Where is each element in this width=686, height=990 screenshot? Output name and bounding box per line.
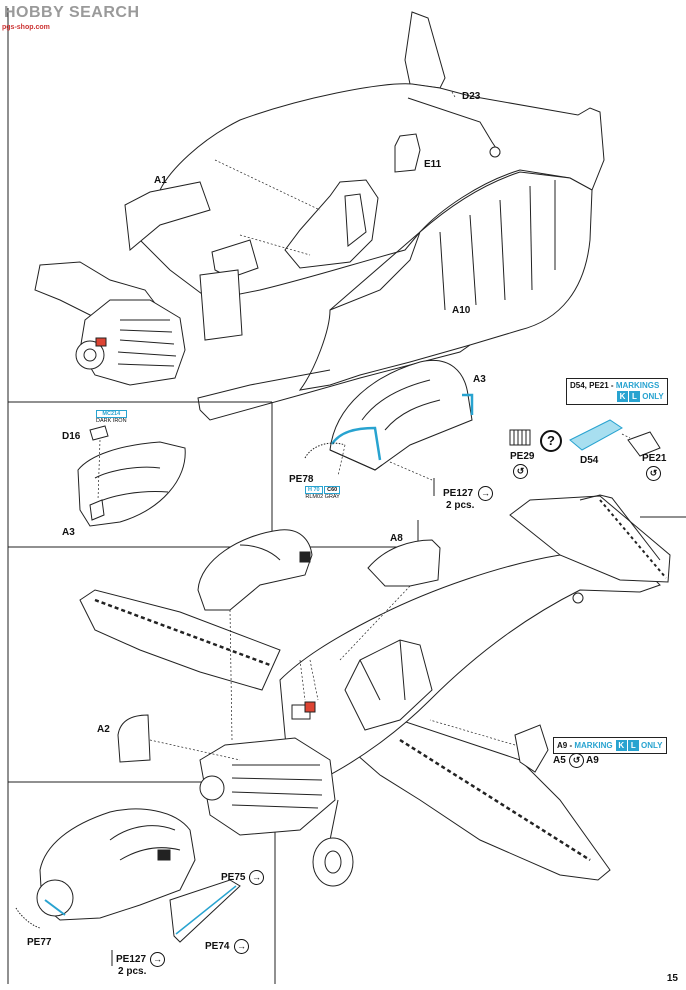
- label-pe21: PE21: [642, 453, 667, 464]
- note-only: ONLY: [642, 391, 664, 401]
- label-pe74: PE74: [205, 941, 230, 952]
- label-pe127-bot-qty: 2 pcs.: [118, 966, 147, 977]
- label-pe127-bot: PE127: [116, 954, 147, 965]
- label-a5: A5: [553, 755, 566, 766]
- arrow-icon: →: [150, 952, 165, 967]
- bend-icon: ↺: [569, 753, 584, 768]
- label-d23: D23: [462, 91, 481, 102]
- badge-k: K: [617, 390, 628, 402]
- nose-inset-drawing: [15, 808, 241, 966]
- page-number: 15: [666, 973, 678, 984]
- watermark: HOBBY SEARCH: [4, 4, 140, 22]
- label-pe78: PE78: [289, 474, 314, 485]
- paint-dark-iron: MC214 DARK IRON: [96, 410, 127, 425]
- note-highlight: MARKING: [574, 741, 613, 750]
- note-text: D54, PE21 -: [570, 381, 616, 390]
- aircraft-drawing: [79, 494, 671, 887]
- label-a8: A8: [390, 533, 403, 544]
- note-text: A9 -: [557, 741, 575, 750]
- note-highlight: MARKINGS: [615, 381, 660, 390]
- cowling-section: [304, 360, 661, 496]
- paint-code: MC214: [96, 410, 127, 419]
- badge-l: L: [629, 390, 640, 402]
- paint-code-b: C60: [324, 486, 341, 495]
- badge-l: L: [627, 740, 639, 751]
- label-pe77: PE77: [27, 937, 52, 948]
- paint-code: H 70: [305, 486, 323, 495]
- label-pe127-mid: PE127: [443, 488, 474, 499]
- label-a1: A1: [154, 175, 167, 186]
- paint-name: RLM02 GRAY: [305, 494, 340, 501]
- bend-icon: ↺: [646, 466, 661, 481]
- label-a3-inset: A3: [62, 527, 75, 538]
- question-icon: ?: [540, 430, 562, 452]
- label-pe29: PE29: [510, 451, 535, 462]
- fuselage-drawing: [34, 11, 605, 421]
- watermark-text: HOBBY SEARCH: [4, 4, 140, 21]
- badge-k: K: [615, 740, 627, 751]
- paint-name: DARK IRON: [96, 418, 127, 425]
- inset-cowl-drawing: [77, 425, 186, 527]
- note-only: ONLY: [641, 741, 663, 750]
- label-a3-top: A3: [473, 374, 486, 385]
- label-pe127-mid-qty: 2 pcs.: [446, 500, 475, 511]
- arrow-icon: →: [249, 870, 264, 885]
- bend-icon: ↺: [513, 464, 528, 479]
- label-d16: D16: [62, 431, 81, 442]
- arrow-icon: →: [234, 939, 249, 954]
- label-a9: A9: [586, 755, 599, 766]
- label-e11: E11: [424, 159, 442, 170]
- paint-rlm02: H 70 C60 RLM02 GRAY: [305, 486, 341, 501]
- label-a2: A2: [97, 724, 110, 735]
- watermark-url: pgs-shop.com: [2, 24, 50, 31]
- label-pe75: PE75: [221, 872, 246, 883]
- arrow-icon: →: [478, 486, 493, 501]
- label-d54: D54: [580, 455, 599, 466]
- label-a10: A10: [452, 305, 471, 316]
